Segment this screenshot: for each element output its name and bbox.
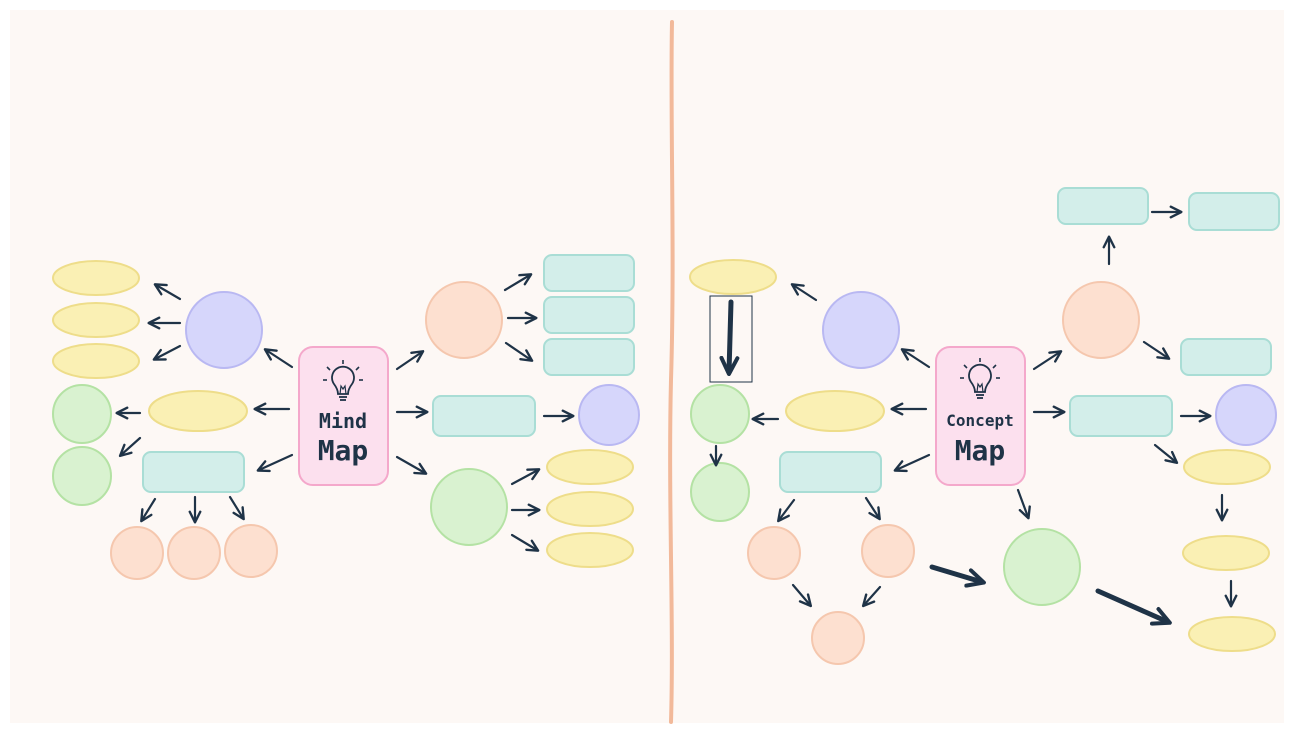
node-circle-peach: [425, 281, 503, 359]
node-circle-purple: [822, 291, 900, 369]
arrow: [263, 348, 294, 369]
concept-map-hub: Concept Map: [935, 346, 1026, 486]
arrow: [1153, 443, 1179, 465]
node-oval-yellow: [52, 260, 140, 296]
arrow: [893, 453, 931, 473]
arrow: [256, 453, 294, 473]
arrow: [1142, 340, 1171, 360]
node-oval-yellow: [546, 449, 634, 485]
bold-arrow: [719, 299, 740, 376]
node-oval-yellow: [1188, 616, 1276, 652]
node-circle-purple: [1215, 384, 1277, 446]
arrow: [861, 585, 882, 608]
node-circle-green: [690, 384, 750, 444]
thick-arrow-box: [709, 295, 753, 383]
mind-map-arrows: [115, 273, 575, 552]
concept-map-bold-arrows: [719, 299, 1172, 626]
arrow: [790, 283, 818, 302]
node-circle-green: [430, 468, 508, 546]
node-circle-purple: [185, 291, 263, 369]
mind-map-title-line1: Mind: [319, 409, 367, 433]
concept-map-title-line1: Concept: [946, 411, 1013, 430]
node-rect-teal: [142, 451, 245, 493]
node-rect-teal: [543, 254, 635, 292]
node-oval-yellow: [1183, 449, 1271, 485]
node-circle-peach: [811, 611, 865, 665]
arrow: [152, 344, 182, 361]
arrow: [510, 468, 541, 486]
arrow: [395, 455, 428, 475]
node-circle-peach: [1062, 281, 1140, 359]
concept-map-title-line2: Map: [955, 434, 1006, 467]
bold-arrow: [1095, 588, 1172, 626]
node-oval-yellow: [52, 302, 140, 338]
node-circle-green: [690, 462, 750, 522]
node-oval-yellow: [546, 532, 634, 568]
arrow: [1032, 350, 1063, 371]
mind-map-title-line2: Map: [318, 434, 369, 467]
node-rect-teal: [1180, 338, 1272, 376]
mind-map: Mind Map: [52, 254, 640, 580]
node-rect-teal: [1057, 187, 1149, 225]
arrow: [1016, 488, 1031, 520]
divider-line: [668, 20, 675, 724]
arrow: [118, 436, 142, 458]
arrow: [777, 498, 796, 523]
node-oval-yellow: [52, 343, 140, 379]
node-oval-yellow: [689, 259, 777, 295]
node-rect-teal: [543, 338, 635, 376]
node-rect-teal: [432, 395, 536, 437]
canvas-background: [10, 10, 1284, 723]
node-rect-teal: [543, 296, 635, 334]
arrow: [395, 350, 425, 371]
arrow: [153, 283, 182, 301]
node-rect-teal: [1069, 395, 1173, 437]
node-rect-teal: [779, 451, 882, 493]
arrow: [504, 341, 534, 362]
node-circle-green: [52, 446, 112, 506]
node-circle-peach: [224, 524, 278, 578]
lightbulb-icon: [323, 360, 363, 401]
node-rect-teal: [1188, 192, 1280, 231]
node-oval-yellow: [1182, 535, 1270, 571]
bold-arrow: [929, 564, 986, 588]
arrow: [510, 533, 540, 552]
mind-map-hub: Mind Map: [298, 346, 389, 486]
node-circle-purple: [578, 384, 640, 446]
concept-map: Concept Map: [689, 187, 1280, 665]
concept-map-arrows: [709, 205, 1238, 608]
node-circle-peach: [861, 524, 915, 578]
lightbulb-icon: [960, 358, 1000, 399]
arrow: [864, 496, 881, 521]
node-circle-green: [52, 384, 112, 444]
node-circle-green: [1003, 528, 1081, 606]
node-circle-peach: [110, 526, 164, 580]
node-oval-yellow: [546, 491, 634, 527]
node-circle-peach: [167, 526, 221, 580]
node-oval-yellow: [785, 390, 885, 432]
arrow: [140, 497, 157, 523]
arrow: [503, 273, 533, 292]
node-circle-peach: [747, 526, 801, 580]
arrow: [228, 495, 245, 521]
arrow: [900, 348, 931, 369]
node-oval-yellow: [148, 390, 248, 432]
arrow: [791, 583, 813, 608]
